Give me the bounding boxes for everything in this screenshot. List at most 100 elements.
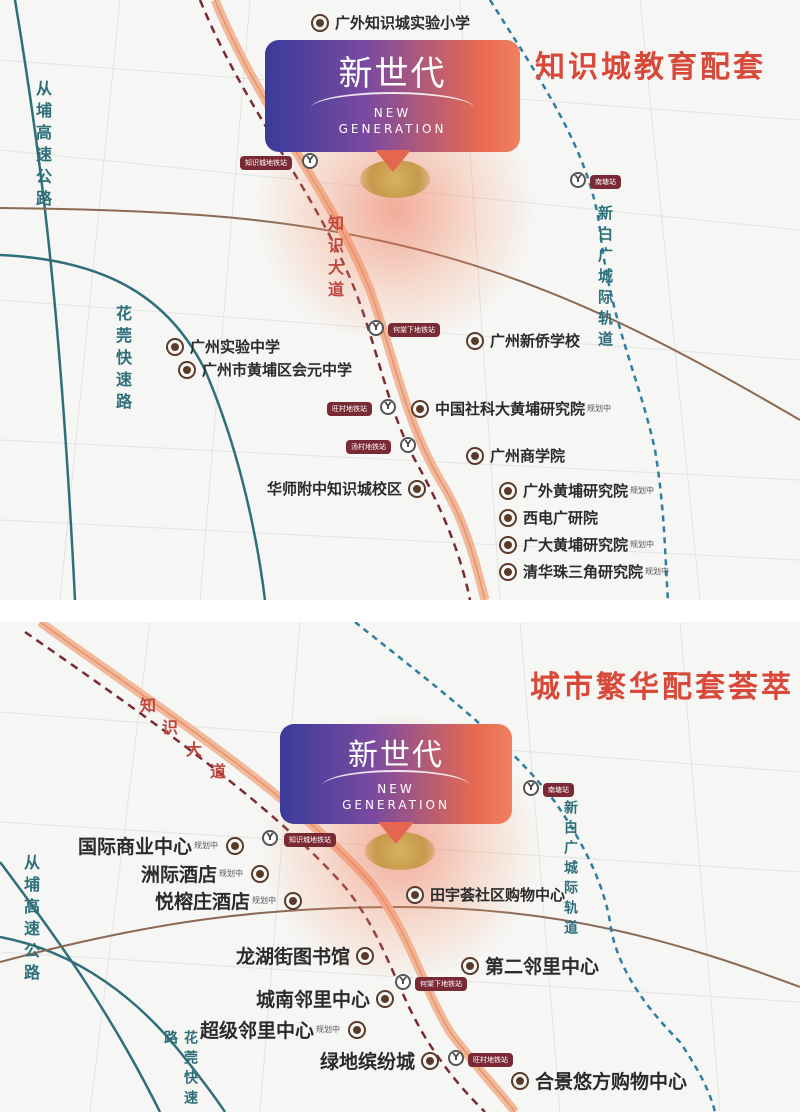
zhishi-char-4: 道 [210,762,227,781]
poi-item[interactable]: 广大黄埔研究院 规划中 [493,534,656,555]
brand-name-cn: 新世代 [348,738,444,773]
zhishi-avenue-label: 知识大道 [325,215,344,303]
poi-item[interactable]: 悦榕庄酒店 规划中 [155,887,308,914]
zhishi-char-2: 识 [162,718,179,737]
poi-label: 华师附中知识城校区 [266,480,402,498]
station-label: 南塘站 [543,783,574,797]
metro-icon: Y [448,1050,464,1066]
station-label: 知识城地铁站 [240,156,292,170]
brand-name-cn: 新世代 [338,54,447,94]
metro-icon: Y [400,437,416,453]
poi-marker-icon [501,564,515,579]
poi-item[interactable]: 广州商学院 [460,445,565,466]
poi-marker-icon [228,838,242,853]
poi-item[interactable]: 第二邻里中心 [455,952,599,979]
education-map-panel: 知识城教育配套 新世代 NEW GENERATION 从埔高速公路 花莞快速路 … [0,0,800,600]
station-label: 汤村地铁站 [346,440,391,454]
huaguan-expressway-label: 花莞快速路 [162,1030,198,1110]
poi-badge: 规划中 [630,540,655,549]
brand-logo-badge: 新世代 NEW GENERATION [280,724,512,844]
huaguan-expressway [0,935,227,1112]
station-label: 旺村地铁站 [468,1053,513,1067]
metro-icon: Y [380,399,396,415]
poi-label: 超级邻里中心 [199,1020,314,1042]
station-label: 何棠下地铁站 [415,977,467,991]
poi-marker-icon [313,15,327,30]
conghua-expressway [0,861,162,1112]
poi-label: 第二邻里中心 [485,956,600,978]
poi-item[interactable]: 广外黄埔研究院 规划中 [493,480,656,501]
poi-item[interactable]: 广州实验中学 [160,336,280,357]
poi-label: 西电广研院 [523,509,599,527]
poi-label: 绿地缤纷城 [319,1051,415,1073]
poi-label: 龙湖街图书馆 [235,946,350,968]
panel-title: 知识城教育配套 [535,50,766,85]
brand-name-en-2: GENERATION [342,798,450,812]
poi-item[interactable]: 田宇荟社区购物中心 [400,884,565,905]
poi-badge: 规划中 [316,1025,340,1034]
brand-arc-icon [321,770,471,802]
panel-separator [0,600,800,622]
poi-item[interactable]: 中国社科大黄埔研究院 规划中 [405,398,613,419]
poi-marker-icon [463,958,477,973]
poi-marker-icon [501,483,515,498]
poi-badge: 规划中 [645,567,670,576]
poi-marker-icon [350,1022,364,1037]
poi-label: 广州新侨学校 [490,332,581,350]
brand-logo-badge: 新世代 NEW GENERATION [265,40,520,172]
metro-icon: Y [523,780,539,796]
brand-name-en-1: NEW [373,106,412,120]
poi-item[interactable]: 规划中 国际商业中心 [78,832,250,859]
poi-item[interactable]: 龙湖街图书馆 [236,942,380,969]
poi-marker-icon [501,510,515,525]
poi-marker-icon [468,448,482,463]
poi-marker-icon [286,893,301,908]
xinbai-rail-label: 新白广城际轨道 [596,205,614,352]
poi-marker-icon [413,401,427,416]
metro-icon: Y [570,172,586,188]
poi-marker-icon [180,362,194,377]
commercial-map-panel: 城市繁华配套荟萃 新世代 NEW GENERATION 从埔高速公路 花莞快速路… [0,622,800,1112]
metro-icon: Y [395,974,411,990]
station-label: 知识城地铁站 [284,833,336,847]
brand-arc-icon [310,92,475,124]
metro-icon: Y [368,320,384,336]
conghua-expressway-label: 从埔高速公路 [21,854,40,986]
poi-badge: 规划中 [630,486,655,495]
poi-label: 田宇荟社区购物中心 [430,886,566,904]
poi-label: 合景悠方购物中心 [535,1071,688,1093]
conghua-expressway-label: 从埔高速公路 [33,80,52,212]
poi-item[interactable]: 合景悠方购物中心 [505,1067,687,1094]
station-label: 旺村地铁站 [327,402,372,416]
poi-marker-icon [410,481,424,496]
poi-item[interactable]: 广州市黄埔区会元中学 [172,359,352,380]
poi-item[interactable]: 规划中 洲际酒店 [141,860,275,887]
poi-item[interactable]: 广州新侨学校 [460,330,580,351]
poi-label: 国际商业中心 [77,836,192,858]
poi-marker-icon [358,948,372,963]
poi-item[interactable]: 清华珠三角研究院 规划中 [493,561,671,582]
metro-line [198,0,472,600]
poi-label: 广州市黄埔区会元中学 [202,361,353,379]
metro-icon: Y [262,830,278,846]
poi-label: 广州实验中学 [190,338,281,356]
zhishi-char-3: 大 [186,740,203,759]
brand-name-en-2: GENERATION [338,122,447,136]
poi-marker-icon [501,537,515,552]
brand-name-en-1: NEW [377,782,415,796]
poi-badge: 规划中 [219,869,243,878]
poi-badge: 规划中 [587,404,612,413]
poi-item[interactable]: 规划中 超级邻里中心 [200,1016,372,1043]
poi-item[interactable]: 绿地缤纷城 [320,1047,445,1074]
panel-title: 城市繁华配套荟萃 [530,670,794,705]
poi-label: 广外知识城实验小学 [335,14,471,32]
poi-item[interactable]: 城南邻里中心 [256,985,400,1012]
poi-item[interactable]: 广外知识城实验小学 [305,12,470,33]
poi-item[interactable]: 华师附中知识城校区 [267,478,432,499]
poi-label: 中国社科大黄埔研究院 [435,400,586,418]
poi-badge: 规划中 [194,841,218,850]
brand-pointer-icon [378,822,414,844]
poi-marker-icon [253,866,267,881]
poi-badge: 规划中 [252,896,277,905]
poi-item[interactable]: 西电广研院 [493,507,598,528]
